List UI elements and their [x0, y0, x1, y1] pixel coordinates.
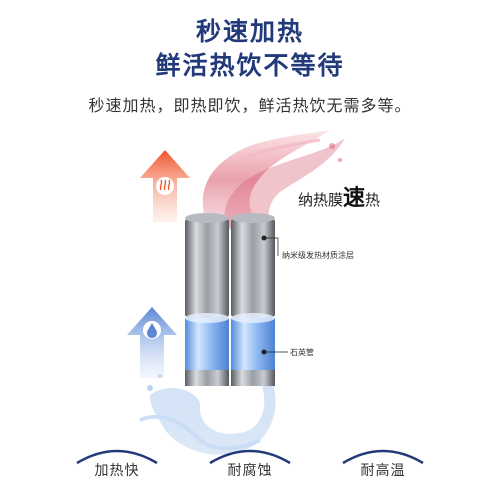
speed-label-prefix: 纳热膜 [298, 191, 344, 209]
heating-tube-illustration [127, 130, 345, 455]
hot-water-splash [202, 130, 345, 230]
title-line-1: 秒速加热 [195, 17, 304, 46]
feature-fast-heating: 加热快 [62, 445, 172, 500]
subtitle: 秒速加热，即热即饮，鲜活热饮无需多等。 [88, 96, 412, 115]
callout-quartz [261, 349, 288, 355]
cold-water-splash [139, 374, 276, 455]
speed-heat-label: 纳热膜速热 [298, 180, 380, 212]
arc-decoration [342, 449, 424, 465]
hot-up-arrow [140, 150, 190, 222]
feature-label: 耐高温 [360, 463, 406, 479]
callout-nano [261, 235, 279, 256]
feature-label: 加热快 [94, 463, 140, 479]
title-line-2: 鲜活热饮不等待 [155, 51, 345, 80]
feature-corrosion-resistant: 耐腐蚀 [195, 445, 305, 500]
heating-tube-left [185, 213, 229, 386]
speed-label-suffix: 热 [365, 191, 381, 209]
nano-coating-label: 纳米级发热材质涂层 [282, 251, 354, 260]
water-drop-icon [143, 321, 161, 339]
feature-row: 加热快 耐腐蚀 耐高温 [0, 445, 500, 500]
cold-up-arrow [127, 307, 177, 378]
feature-heat-resistant: 耐高温 [328, 445, 438, 500]
heating-tube-right [231, 213, 275, 386]
arc-decoration [209, 449, 291, 465]
arc-decoration [76, 449, 158, 465]
speed-label-emphasis: 速 [343, 186, 366, 211]
steam-icon [156, 177, 174, 195]
feature-label: 耐腐蚀 [227, 463, 273, 479]
quartz-tube-label: 石英管 [290, 348, 314, 357]
